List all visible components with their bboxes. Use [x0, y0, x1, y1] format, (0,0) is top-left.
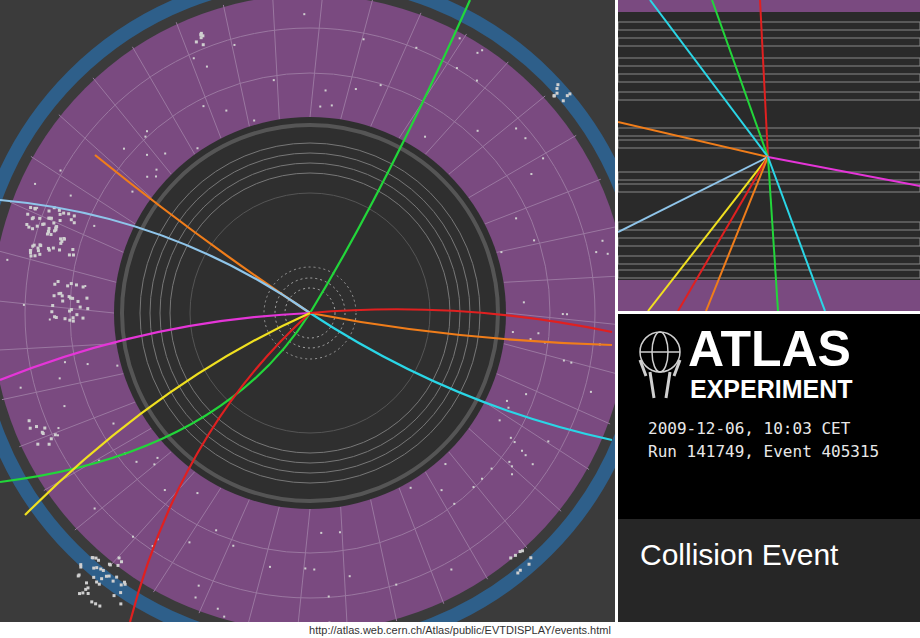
- side-view-tracks: [618, 0, 920, 311]
- logo-subtitle: EXPERIMENT: [690, 376, 853, 404]
- panel-caption: Collision Event: [640, 538, 838, 571]
- energy-deposits: [6, 13, 615, 622]
- event-id: Run 141749, Event 405315: [648, 443, 879, 461]
- outer-ring: [0, 0, 615, 622]
- info-panel: [618, 314, 920, 519]
- caption-panel: [618, 519, 920, 622]
- calorimeter-cells: [0, 0, 615, 622]
- atlas-logo: [640, 332, 680, 398]
- side-view-layers: [618, 22, 920, 278]
- event-date: 2009-12-06, 10:03 CET: [648, 420, 850, 438]
- particle-tracks: [0, 0, 612, 622]
- side-view-ground: [618, 0, 920, 311]
- logo-title: ATLAS: [688, 322, 851, 377]
- source-url: http://atlas.web.cern.ch/Atlas/public/EV…: [309, 624, 611, 636]
